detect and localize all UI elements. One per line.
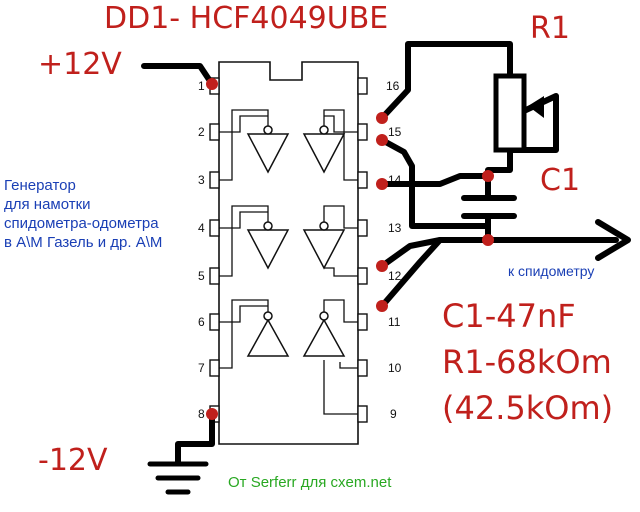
r1-label: R1 [530, 11, 570, 46]
description-line: спидометра-одометра [4, 215, 159, 232]
inverter-6 [302, 318, 346, 357]
pin-label: 11 [388, 315, 401, 329]
resistor-r1 [493, 73, 544, 153]
junction-dot [376, 134, 388, 146]
c1-value-label: C1-47nF [442, 297, 576, 335]
plus-supply-wire [141, 63, 215, 87]
left-pin-numbers: 1 2 3 4 5 6 7 8 [198, 79, 205, 421]
junction-dot [376, 260, 388, 272]
pin-label: 13 [388, 221, 402, 235]
junction-dot [206, 78, 218, 90]
pin-label: 2 [198, 125, 205, 139]
junction-dots [206, 78, 494, 420]
pin-label: 16 [386, 79, 400, 93]
junction-dot [482, 234, 494, 246]
inverter-bubble [319, 221, 329, 231]
left-pin-stubs [209, 77, 220, 423]
junction-dot [376, 112, 388, 124]
ground-wire [175, 411, 215, 465]
internal-wiring [219, 109, 358, 415]
output-label: к спидометру [508, 263, 595, 279]
pin-label: 7 [198, 361, 205, 375]
minus-supply-label: -12V [38, 443, 108, 478]
inverter-5 [246, 318, 290, 357]
description-line: Генератор [4, 177, 76, 194]
r1-alt-value-label: (42.5kOm) [442, 389, 614, 427]
diagram-title: DD1- HCF4049UBE [104, 1, 389, 36]
pin14-wire [379, 173, 491, 187]
ground-symbol-icon [147, 461, 209, 495]
pin-label: 10 [388, 361, 402, 375]
r1-top-wire [379, 41, 513, 121]
description-block: Генератор для намотки спидометра-одометр… [4, 176, 162, 252]
pin-label: 5 [198, 269, 205, 283]
inverter-bubble [263, 125, 273, 135]
credit-label: От Serferr для cxem.net [228, 474, 392, 491]
plus-supply-label: +12V [38, 47, 122, 82]
junction-dot [376, 178, 388, 190]
output-arrow-icon [595, 219, 631, 261]
inverter-bubble [263, 311, 273, 321]
pin15-wire [379, 137, 491, 229]
junction-dot [206, 408, 218, 420]
pin-label: 1 [198, 79, 205, 93]
c1-label: C1 [540, 163, 581, 198]
inverter-bubble [319, 311, 329, 321]
junction-dot [482, 170, 494, 182]
inverter-gates [246, 125, 346, 357]
pin11-wire [379, 237, 443, 309]
pin-label: 12 [388, 269, 402, 283]
pin-label: 8 [198, 407, 205, 421]
pin-label: 6 [198, 315, 205, 329]
junction-dot [376, 300, 388, 312]
inverter-bubble [263, 221, 273, 231]
description-line: в А\М Газель и др. А\М [4, 234, 163, 251]
inverter-bubble [319, 125, 329, 135]
pin12-wire [379, 237, 491, 269]
pin-label: 15 [388, 125, 402, 139]
pin-label: 3 [198, 173, 205, 187]
right-pin-stubs [357, 77, 368, 423]
pin-label: 9 [390, 407, 397, 421]
wiper-arrow-icon [528, 96, 544, 118]
r1-value-label: R1-68kOm [442, 343, 612, 381]
pin-label: 4 [198, 221, 205, 235]
description-line: для намотки [4, 196, 91, 213]
capacitor-c1 [461, 195, 517, 219]
